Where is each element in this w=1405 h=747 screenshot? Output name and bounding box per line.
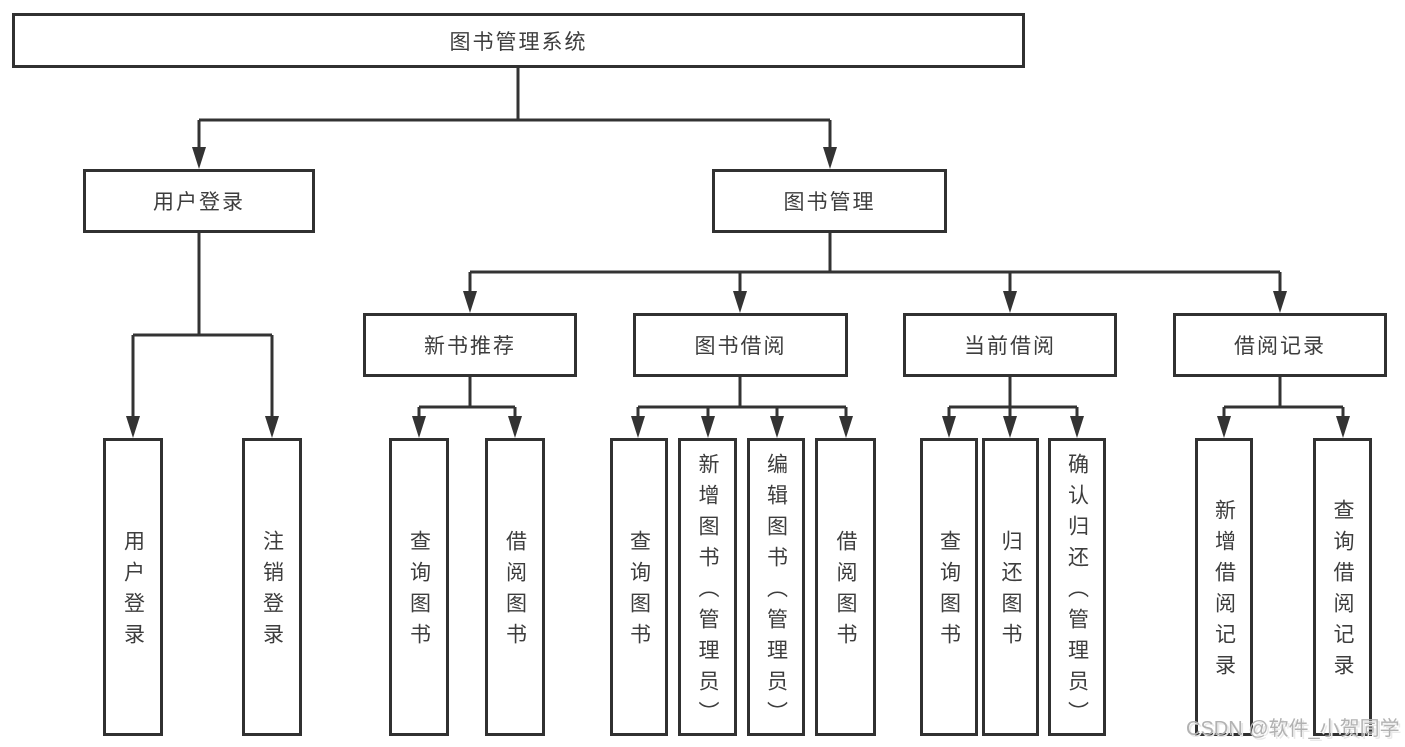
connector-new-books-children bbox=[412, 377, 522, 438]
node-leaf-query-books-2: 查询图书 bbox=[610, 438, 668, 736]
node-leaf-query-books-1: 查询图书 bbox=[389, 438, 449, 736]
node-leaf-add-record-label: 新增借阅记录 bbox=[1212, 499, 1236, 685]
node-leaf-return-books-label: 归还图书 bbox=[999, 530, 1022, 654]
node-leaf-add-books: 新增图书（管理员） bbox=[678, 438, 737, 736]
node-leaf-user-login-label: 用户登录 bbox=[121, 530, 145, 654]
node-book-mgmt-label: 图书管理 bbox=[783, 191, 876, 214]
node-leaf-logout-label: 注销登录 bbox=[260, 530, 284, 654]
node-leaf-add-books-label: 新增图书（管理员） bbox=[696, 452, 719, 732]
node-current-borrow-label: 当前借阅 bbox=[964, 335, 1056, 358]
node-book-borrow: 图书借阅 bbox=[633, 313, 848, 377]
node-user-login-label: 用户登录 bbox=[153, 191, 245, 214]
node-leaf-query-books-3: 查询图书 bbox=[920, 438, 978, 736]
node-leaf-return-books: 归还图书 bbox=[982, 438, 1039, 736]
node-leaf-query-books-2-label: 查询图书 bbox=[627, 530, 651, 654]
node-leaf-borrow-books-2-label: 借阅图书 bbox=[834, 530, 857, 654]
connector-current-borrow-children bbox=[942, 377, 1084, 438]
node-root: 图书管理系统 bbox=[12, 13, 1025, 68]
node-book-mgmt: 图书管理 bbox=[712, 169, 947, 233]
connector-borrow-records-children bbox=[1217, 377, 1350, 438]
csdn-watermark: CSDN @软件_小贺同学 bbox=[1186, 718, 1400, 740]
node-leaf-confirm-return-label: 确认归还（管理员） bbox=[1065, 452, 1089, 732]
node-leaf-query-record-label: 查询借阅记录 bbox=[1331, 499, 1354, 685]
node-leaf-borrow-books-1-label: 借阅图书 bbox=[503, 530, 527, 654]
node-new-books-label: 新书推荐 bbox=[424, 335, 516, 358]
node-book-borrow-label: 图书借阅 bbox=[694, 335, 787, 358]
connector-user-login-children bbox=[126, 233, 279, 438]
node-leaf-borrow-books-1: 借阅图书 bbox=[485, 438, 545, 736]
node-leaf-query-books-3-label: 查询图书 bbox=[937, 530, 961, 654]
node-leaf-edit-books-label: 编辑图书（管理员） bbox=[764, 452, 788, 732]
connector-book-borrow-children bbox=[631, 377, 853, 438]
node-leaf-query-record: 查询借阅记录 bbox=[1313, 438, 1372, 736]
node-user-login: 用户登录 bbox=[83, 169, 315, 233]
node-leaf-borrow-books-2: 借阅图书 bbox=[815, 438, 876, 736]
node-new-books: 新书推荐 bbox=[363, 313, 577, 377]
node-leaf-confirm-return: 确认归还（管理员） bbox=[1048, 438, 1106, 736]
node-current-borrow: 当前借阅 bbox=[903, 313, 1117, 377]
node-leaf-user-login: 用户登录 bbox=[103, 438, 163, 736]
connector-book-mgmt-children bbox=[463, 233, 1287, 313]
node-root-label: 图书管理系统 bbox=[449, 30, 588, 54]
connector-root-to-level1 bbox=[192, 68, 837, 169]
node-borrow-records-label: 借阅记录 bbox=[1234, 335, 1326, 358]
node-leaf-query-books-1-label: 查询图书 bbox=[407, 530, 431, 654]
node-borrow-records: 借阅记录 bbox=[1173, 313, 1387, 377]
node-leaf-add-record: 新增借阅记录 bbox=[1195, 438, 1253, 736]
node-leaf-logout: 注销登录 bbox=[242, 438, 302, 736]
node-leaf-edit-books: 编辑图书（管理员） bbox=[747, 438, 805, 736]
